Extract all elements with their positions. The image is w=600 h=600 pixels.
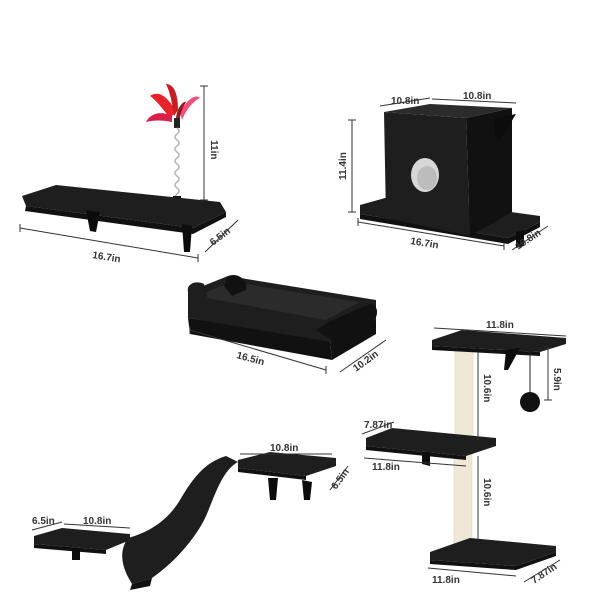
shelf-depth-line <box>204 219 239 253</box>
tower-upper-height-label: 10.6in <box>481 374 492 402</box>
toy-height-label: 11in <box>208 140 219 159</box>
cat-bridge <box>34 452 336 590</box>
sisal-post-upper <box>454 347 474 443</box>
condo-height-label: 11.4in <box>338 152 349 180</box>
tower-mid-width-label: 11.8in <box>372 462 400 473</box>
tower-base-width-label: 11.8in <box>432 575 460 586</box>
shelf-width-line <box>19 227 199 259</box>
tower-top-width-label: 11.8in <box>486 320 514 331</box>
sisal-post-lower <box>453 453 473 545</box>
condo-base-width-label: 16.7in <box>410 236 440 251</box>
condo-top-right-label: 10.8in <box>463 91 491 102</box>
shelf-toy-dimensions: 16.7in 6.5in 11in <box>19 85 239 265</box>
shelf-width-label: 16.7in <box>92 250 122 265</box>
bed-depth-label: 10.2in <box>351 349 380 375</box>
bridge-low-width-label: 10.8in <box>83 516 111 527</box>
feather-toy-icon <box>146 84 200 128</box>
tower-lower-height-label: 10.6in <box>481 478 492 506</box>
shelf-with-toy <box>22 84 226 252</box>
tower-base-depth-label: 7.87in <box>530 562 560 587</box>
spring-icon <box>173 127 181 202</box>
tower-ball-drop-label: 5.9in <box>551 368 562 391</box>
condo-top-left-label: 10.8in <box>391 96 419 107</box>
cat-bed <box>187 274 378 360</box>
tower-mid-depth-label: 7.87in <box>364 420 392 431</box>
cat-tower <box>366 330 566 570</box>
bridge-low-depth-label: 6.5in <box>32 516 55 527</box>
bed-width-label: 16.5in <box>235 350 265 368</box>
bridge-top-depth-label: 6.5in <box>330 467 352 492</box>
hanging-ball-icon <box>520 392 540 412</box>
bridge-top-width-label: 10.8in <box>270 443 298 454</box>
